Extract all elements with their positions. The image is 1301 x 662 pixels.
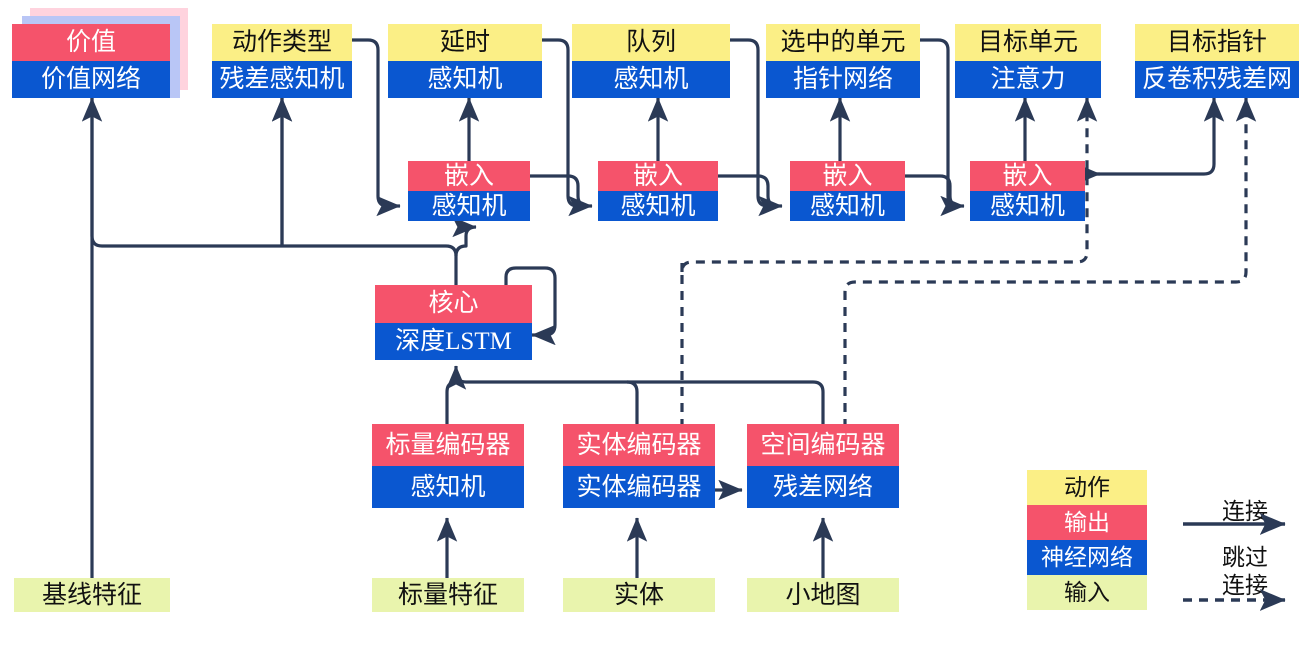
node-target-point-top: 目标指针 xyxy=(1135,24,1299,61)
node-target-unit-top: 目标单元 xyxy=(955,24,1101,61)
node-action-type-bottom: 残差感知机 xyxy=(212,61,352,98)
edge-queued-to-embed3 xyxy=(730,38,769,208)
edge-embed3-to-embed4 xyxy=(905,174,965,217)
node-spatial-encoder-top: 空间编码器 xyxy=(747,424,899,466)
node-spatial-encoder-bottom: 残差网络 xyxy=(747,466,899,508)
node-queued-bottom: 感知机 xyxy=(572,61,730,98)
skip-spatial-encoder-to-target-point xyxy=(843,97,1257,508)
node-scalar-encoder-top: 标量编码器 xyxy=(372,424,524,466)
node-embed2[interactable]: 嵌入 感知机 xyxy=(598,161,718,221)
node-value-top: 价值 xyxy=(12,24,170,61)
node-core-top: 核心 xyxy=(375,285,532,323)
node-embed1-bottom: 感知机 xyxy=(408,191,530,221)
edge-scalar-encoder-up xyxy=(445,380,458,424)
node-embed3[interactable]: 嵌入 感知机 xyxy=(790,161,905,221)
node-scalar-features-label: 标量特征 xyxy=(372,578,524,612)
node-minimap-label: 小地图 xyxy=(747,578,899,612)
node-embed4-top: 嵌入 xyxy=(970,161,1085,191)
node-entity-encoder-bottom: 实体编码器 xyxy=(563,466,715,508)
node-entities[interactable]: 实体 xyxy=(563,578,715,612)
edge-embed2-to-embed3 xyxy=(718,174,783,217)
node-embed4-bottom: 感知机 xyxy=(970,191,1085,221)
edge-bus-to-core xyxy=(445,365,467,390)
node-selected-units-bottom: 指针网络 xyxy=(766,61,920,98)
node-selected-units-top: 选中的单元 xyxy=(766,24,920,61)
edge-entity-encoder-up xyxy=(626,380,639,424)
node-action-type[interactable]: 动作类型 残差感知机 xyxy=(212,24,352,98)
node-queued-top: 队列 xyxy=(572,24,730,61)
legend-band-output: 输出 xyxy=(1027,505,1147,540)
node-baseline-features-label: 基线特征 xyxy=(14,578,170,612)
edge-encoders-bus xyxy=(466,380,825,424)
node-spatial-encoder[interactable]: 空间编码器 残差网络 xyxy=(747,424,899,508)
node-value-bottom: 价值网络 xyxy=(12,61,170,98)
node-embed4[interactable]: 嵌入 感知机 xyxy=(970,161,1085,221)
node-target-unit-bottom: 注意力 xyxy=(955,61,1101,98)
edge-embed1-to-embed2 xyxy=(530,174,593,217)
node-delay-top: 延时 xyxy=(388,24,542,61)
node-core[interactable]: 核心 深度LSTM xyxy=(375,285,532,360)
node-target-point-bottom: 反卷积残差网 xyxy=(1135,61,1299,98)
node-minimap[interactable]: 小地图 xyxy=(747,578,899,612)
legend-band-action: 动作 xyxy=(1027,470,1147,505)
node-scalar-encoder-bottom: 感知机 xyxy=(372,466,524,508)
legend-skip-label-line2: 连接 xyxy=(1222,573,1268,598)
legend-skip-label-line1: 跳过 xyxy=(1222,545,1268,570)
legend-band-neural-network: 神经网络 xyxy=(1027,540,1147,575)
node-embed2-bottom: 感知机 xyxy=(598,191,718,221)
node-core-bottom: 深度LSTM xyxy=(375,322,532,360)
node-selected-units[interactable]: 选中的单元 指针网络 xyxy=(766,24,920,98)
edge-selected-units-to-embed4 xyxy=(920,38,959,208)
node-value[interactable]: 价值 价值网络 xyxy=(12,24,170,98)
node-embed1[interactable]: 嵌入 感知机 xyxy=(408,161,530,221)
node-delay[interactable]: 延时 感知机 xyxy=(388,24,542,98)
node-embed1-top: 嵌入 xyxy=(408,161,530,191)
edge-embed4-to-target-point xyxy=(1085,97,1225,176)
node-target-point[interactable]: 目标指针 反卷积残差网 xyxy=(1135,24,1299,98)
node-embed2-top: 嵌入 xyxy=(598,161,718,191)
node-entity-encoder[interactable]: 实体编码器 实体编码器 xyxy=(563,424,715,508)
edge-core-out-left-bus xyxy=(90,98,458,257)
node-delay-bottom: 感知机 xyxy=(388,61,542,98)
legend-color-key: 动作 输出 神经网络 输入 xyxy=(1027,470,1147,610)
node-scalar-encoder[interactable]: 标量编码器 感知机 xyxy=(372,424,524,508)
legend-band-input: 输入 xyxy=(1027,575,1147,610)
node-scalar-features[interactable]: 标量特征 xyxy=(372,578,524,612)
node-entity-encoder-top: 实体编码器 xyxy=(563,424,715,466)
node-queued[interactable]: 队列 感知机 xyxy=(572,24,730,98)
node-target-unit[interactable]: 目标单元 注意力 xyxy=(955,24,1101,98)
node-entities-label: 实体 xyxy=(563,578,715,612)
node-action-type-top: 动作类型 xyxy=(212,24,352,61)
legend-connection-label: 连接 xyxy=(1222,499,1268,524)
node-embed3-top: 嵌入 xyxy=(790,161,905,191)
node-baseline-features[interactable]: 基线特征 xyxy=(14,578,170,612)
node-embed3-bottom: 感知机 xyxy=(790,191,905,221)
edge-core-out-to-embed1 xyxy=(452,216,477,257)
